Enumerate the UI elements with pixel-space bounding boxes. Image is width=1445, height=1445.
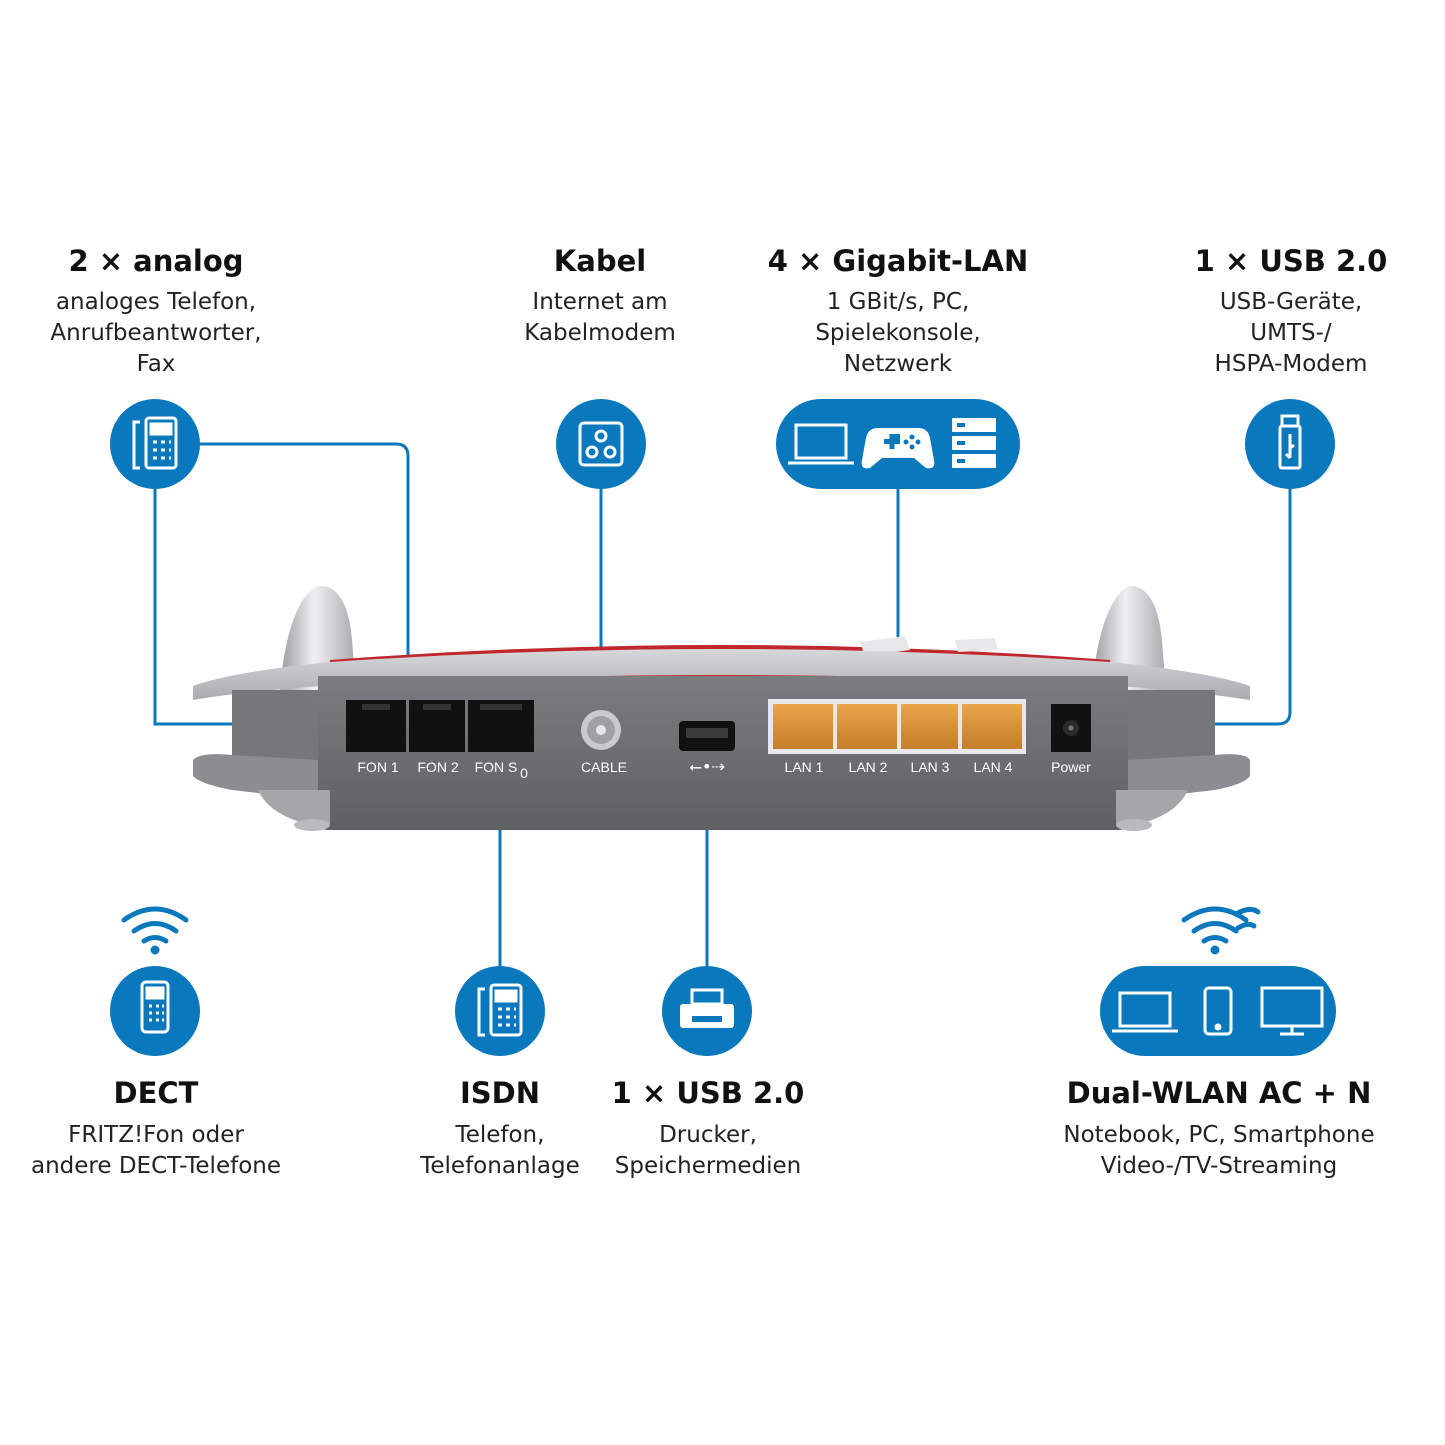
- fon2-contacts: [423, 704, 451, 710]
- usb-top-badge: [1245, 399, 1335, 489]
- laptop-icon: [1112, 991, 1178, 1033]
- lan2-label: LAN 2: [849, 759, 888, 775]
- usb-top-description: USB-Geräte, UMTS-/ HSPA-Modem: [1161, 287, 1421, 380]
- usb-bottom-title: 1 × USB 2.0: [611, 1076, 805, 1110]
- left-foot: [258, 790, 330, 826]
- wlan-description: Notebook, PC, Smartphone Video-/TV-Strea…: [1049, 1120, 1389, 1182]
- kabel-badge: [556, 399, 646, 489]
- usb-bottom-badge: [662, 966, 752, 1056]
- usb-symbol-icon: ⭠•⇢: [689, 757, 725, 776]
- isdn-line-1: Telefon,: [455, 1122, 545, 1148]
- usb-port-tongue: [686, 728, 728, 738]
- right-foot: [1116, 790, 1188, 826]
- dect-line-1: FRITZ!Fon oder: [68, 1122, 244, 1148]
- lan1-label: LAN 1: [785, 759, 824, 775]
- analog-phone-badge: [110, 399, 200, 489]
- lan3-label: LAN 3: [911, 759, 950, 775]
- wlan-badge: [1100, 906, 1336, 1056]
- lan4-port: [962, 704, 1022, 749]
- analog-line-3: Fax: [136, 351, 176, 377]
- left-foot-pad: [294, 819, 330, 831]
- fons0-contacts: [480, 704, 522, 710]
- usb-top-line-3: HSPA-Modem: [1214, 351, 1368, 377]
- cable-label: CABLE: [581, 759, 627, 775]
- usb-bottom-line-1: Drucker,: [659, 1122, 757, 1148]
- kabel-description: Internet am Kabelmodem: [470, 287, 730, 349]
- usb-stick-icon: [1278, 414, 1302, 470]
- kabel-line-1: Internet am: [532, 289, 668, 315]
- usb-bottom-description: Drucker, Speichermedien: [578, 1120, 838, 1182]
- monitor-icon: [1260, 986, 1324, 1036]
- server-icon: [952, 418, 996, 468]
- lan2-port: [837, 704, 897, 749]
- isdn-description: Telefon, Telefonanlage: [370, 1120, 630, 1182]
- power-label: Power: [1051, 759, 1091, 775]
- kabel-line-2: Kabelmodem: [524, 320, 676, 346]
- lan3-port: [901, 704, 958, 749]
- lan-line-1: 1 GBit/s, PC,: [826, 289, 970, 315]
- wlan-line-1: Notebook, PC, Smartphone: [1063, 1122, 1375, 1148]
- analog-line-2: Anrufbeantworter,: [50, 320, 262, 346]
- desk-phone-icon: [132, 416, 178, 470]
- isdn-line-2: Telefonanlage: [420, 1153, 580, 1179]
- wifi-signal-icon: [1181, 906, 1261, 955]
- analog-title: 2 × analog: [68, 244, 244, 278]
- cable-port: [581, 710, 621, 750]
- cable-port-center: [596, 725, 606, 735]
- fons0-label: FON S: [475, 759, 518, 775]
- lan-description: 1 GBit/s, PC, Spielekonsole, Netzwerk: [768, 287, 1028, 380]
- fon-connector-line: [200, 442, 410, 700]
- lan1-port: [773, 704, 833, 749]
- wifi-signal-icon: [121, 906, 189, 955]
- router-bottom-skirt: [193, 754, 318, 800]
- power-socket: [1051, 704, 1091, 752]
- lan-badge: [776, 399, 1020, 489]
- desk-phone-icon: [477, 983, 523, 1037]
- usb-bottom-line-2: Speichermedien: [614, 1153, 802, 1179]
- isdn-badge: [455, 966, 545, 1056]
- lan4-label: LAN 4: [974, 759, 1013, 775]
- usb-top-line-2: UMTS-/: [1250, 320, 1332, 346]
- right-foot-pad: [1116, 819, 1152, 831]
- usb-top-title: 1 × USB 2.0: [1194, 244, 1388, 278]
- laptop-icon: [788, 423, 854, 465]
- usb-top-line-1: USB-Geräte,: [1219, 289, 1363, 315]
- gamepad-icon: [861, 428, 935, 469]
- analog-connector-line: [153, 488, 232, 726]
- dect-title: DECT: [113, 1076, 199, 1110]
- router: ⭠•⇢ FON 1 FON 2 FON S 0 CABLE LAN: [193, 585, 1250, 831]
- fon2-label: FON 2: [417, 759, 458, 775]
- cordless-phone-icon: [140, 980, 170, 1034]
- dect-line-2: andere DECT-Telefone: [31, 1153, 281, 1179]
- power-socket-pin: [1068, 725, 1074, 731]
- usb-port: ⭠•⇢: [679, 721, 735, 776]
- kabel-title: Kabel: [553, 244, 647, 278]
- printer-icon: [680, 988, 734, 1028]
- router-bottom-skirt-right: [1128, 754, 1250, 800]
- lan-ports: [768, 699, 1026, 754]
- cable-socket-icon: [578, 421, 624, 467]
- fons0-subscript: 0: [520, 765, 528, 781]
- usb-top-connector-line: [1215, 488, 1292, 726]
- lan-title: 4 × Gigabit-LAN: [767, 244, 1029, 278]
- fon1-contacts: [362, 704, 390, 710]
- router-top-buttons: [860, 636, 998, 656]
- analog-description: analoges Telefon, Anrufbeantworter, Fax: [26, 287, 286, 380]
- wlan-line-2: Video-/TV-Streaming: [1100, 1153, 1338, 1179]
- analog-line-1: analoges Telefon,: [55, 289, 257, 315]
- isdn-title: ISDN: [459, 1076, 541, 1110]
- smartphone-icon: [1203, 986, 1233, 1036]
- dect-description: FRITZ!Fon oder andere DECT-Telefone: [6, 1120, 306, 1182]
- fon-ports: [346, 700, 534, 752]
- fon1-label: FON 1: [357, 759, 398, 775]
- wlan-title: Dual-WLAN AC + N: [1066, 1076, 1372, 1110]
- router-lid: [193, 649, 1250, 700]
- lan-line-2: Spielekonsole,: [815, 320, 981, 346]
- lan-line-3: Netzwerk: [843, 351, 953, 377]
- dect-badge: [110, 906, 200, 1056]
